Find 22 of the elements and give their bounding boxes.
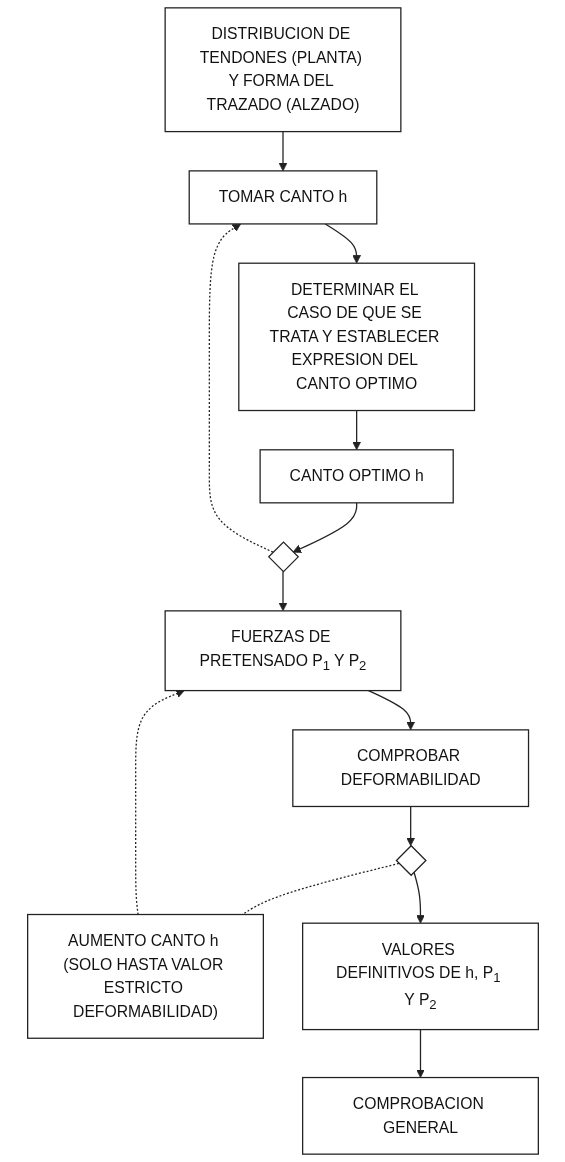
node-box: DETERMINAR EL CASO DE QUE SE TRATA Y ESTABLECER EXPRESION DEL CANTO OPTIMO [237, 262, 475, 412]
arrow [208, 223, 274, 553]
arrow [134, 689, 185, 916]
arrow [405, 805, 415, 847]
arrow [278, 570, 287, 612]
arrow [367, 689, 415, 731]
arrow [412, 871, 425, 924]
node-diamond [267, 541, 299, 573]
node-box: FUERZAS DE PRETENSADO P$_{1}$ Y P$_{2}$ [164, 610, 401, 692]
arrow [351, 409, 361, 451]
arrow [415, 1028, 425, 1078]
node-box: CANTO OPTIMO h [258, 449, 454, 504]
node-box: VALORES DEFINITIVOS DE h, P$_{1}$ Y P$_{2}$ [301, 922, 539, 1031]
node-box: TOMAR CANTO h [188, 170, 377, 225]
arrow [292, 502, 357, 553]
node-box: COMPROBAR DEFORMABILIDAD [291, 729, 529, 808]
arrow [324, 223, 361, 264]
node-diamond [395, 844, 427, 877]
node-box: COMPROBACION GENERAL [301, 1076, 539, 1155]
arrow [278, 130, 287, 172]
node-box: AUMENTO CANTO h (SOLO HASTA VALOR ESTRICTO DEFORMABILIDAD) [26, 913, 264, 1039]
node-box: DISTRIBUCION DE TENDONES (PLANTA) Y FORMA DEL TRAZADO (ALZADO) [164, 7, 401, 133]
